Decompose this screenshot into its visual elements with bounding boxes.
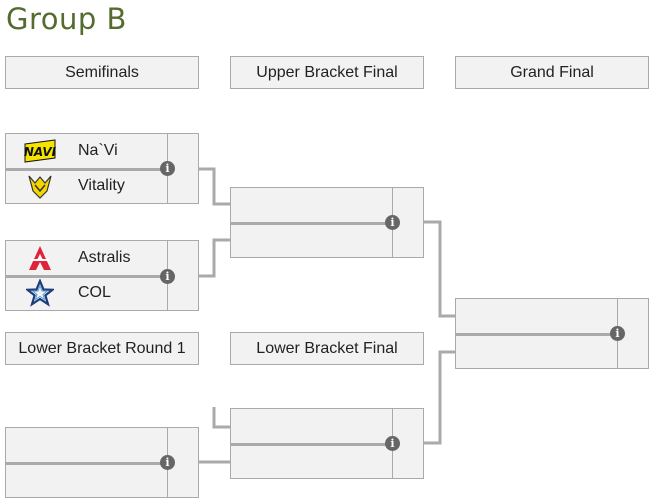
round-header-lower-final: Lower Bracket Final: [230, 332, 424, 365]
round-header-semifinals: Semifinals: [5, 56, 199, 89]
connector-lower-grand: [424, 350, 455, 445]
match-semifinal-1[interactable]: NAVI Na`Vi Vitality i: [5, 133, 199, 204]
info-icon[interactable]: i: [160, 455, 175, 470]
navi-logo: NAVI: [22, 136, 58, 166]
match-slot-astralis[interactable]: Astralis: [6, 241, 167, 278]
group-title: Group B: [6, 2, 127, 36]
team-name: Astralis: [78, 249, 131, 266]
round-header-grand-final: Grand Final: [455, 56, 649, 89]
match-grand-final[interactable]: i: [455, 298, 649, 369]
match-slot-empty[interactable]: [231, 409, 392, 446]
team-name: Na`Vi: [78, 142, 118, 159]
round-header-lower-round1: Lower Bracket Round 1: [5, 332, 199, 365]
info-icon[interactable]: i: [610, 326, 625, 341]
team-name: Vitality: [78, 177, 125, 194]
match-upper-bracket-final[interactable]: i: [230, 187, 424, 258]
connector-upper-grand: [424, 220, 455, 318]
match-lower-bracket-round-1[interactable]: i: [5, 427, 199, 498]
match-slot-empty[interactable]: [6, 463, 167, 497]
match-info-column: i: [160, 428, 198, 497]
info-icon[interactable]: i: [160, 269, 175, 284]
info-icon[interactable]: i: [385, 215, 400, 230]
vitality-logo: [22, 171, 58, 201]
match-info-column: i: [160, 241, 198, 310]
match-slot-col[interactable]: COL: [6, 276, 167, 310]
info-icon[interactable]: i: [160, 161, 175, 176]
match-info-column: i: [160, 134, 198, 203]
match-slot-empty[interactable]: [231, 223, 392, 257]
match-slot-empty[interactable]: [456, 299, 617, 336]
round-header-upper-final: Upper Bracket Final: [230, 56, 424, 89]
connector-semi2-upper: [199, 238, 230, 278]
match-slot-empty[interactable]: [231, 444, 392, 478]
connector-stub-lower-final: [212, 407, 230, 429]
connector-semi1-upper: [199, 167, 230, 206]
match-slot-empty[interactable]: [6, 428, 167, 465]
match-slot-empty[interactable]: [456, 334, 617, 368]
match-info-column: i: [610, 299, 648, 368]
match-info-column: i: [385, 188, 423, 257]
svg-text:NAVI: NAVI: [24, 145, 57, 159]
match-slot-empty[interactable]: [231, 188, 392, 225]
match-info-column: i: [385, 409, 423, 478]
match-slot-navi[interactable]: NAVI Na`Vi: [6, 134, 167, 171]
astralis-logo: [22, 243, 58, 273]
col-logo: [22, 278, 58, 308]
match-slot-vitality[interactable]: Vitality: [6, 169, 167, 203]
info-icon[interactable]: i: [385, 436, 400, 451]
match-lower-bracket-final[interactable]: i: [230, 408, 424, 479]
match-semifinal-2[interactable]: Astralis COL i: [5, 240, 199, 311]
team-name: COL: [78, 284, 111, 301]
